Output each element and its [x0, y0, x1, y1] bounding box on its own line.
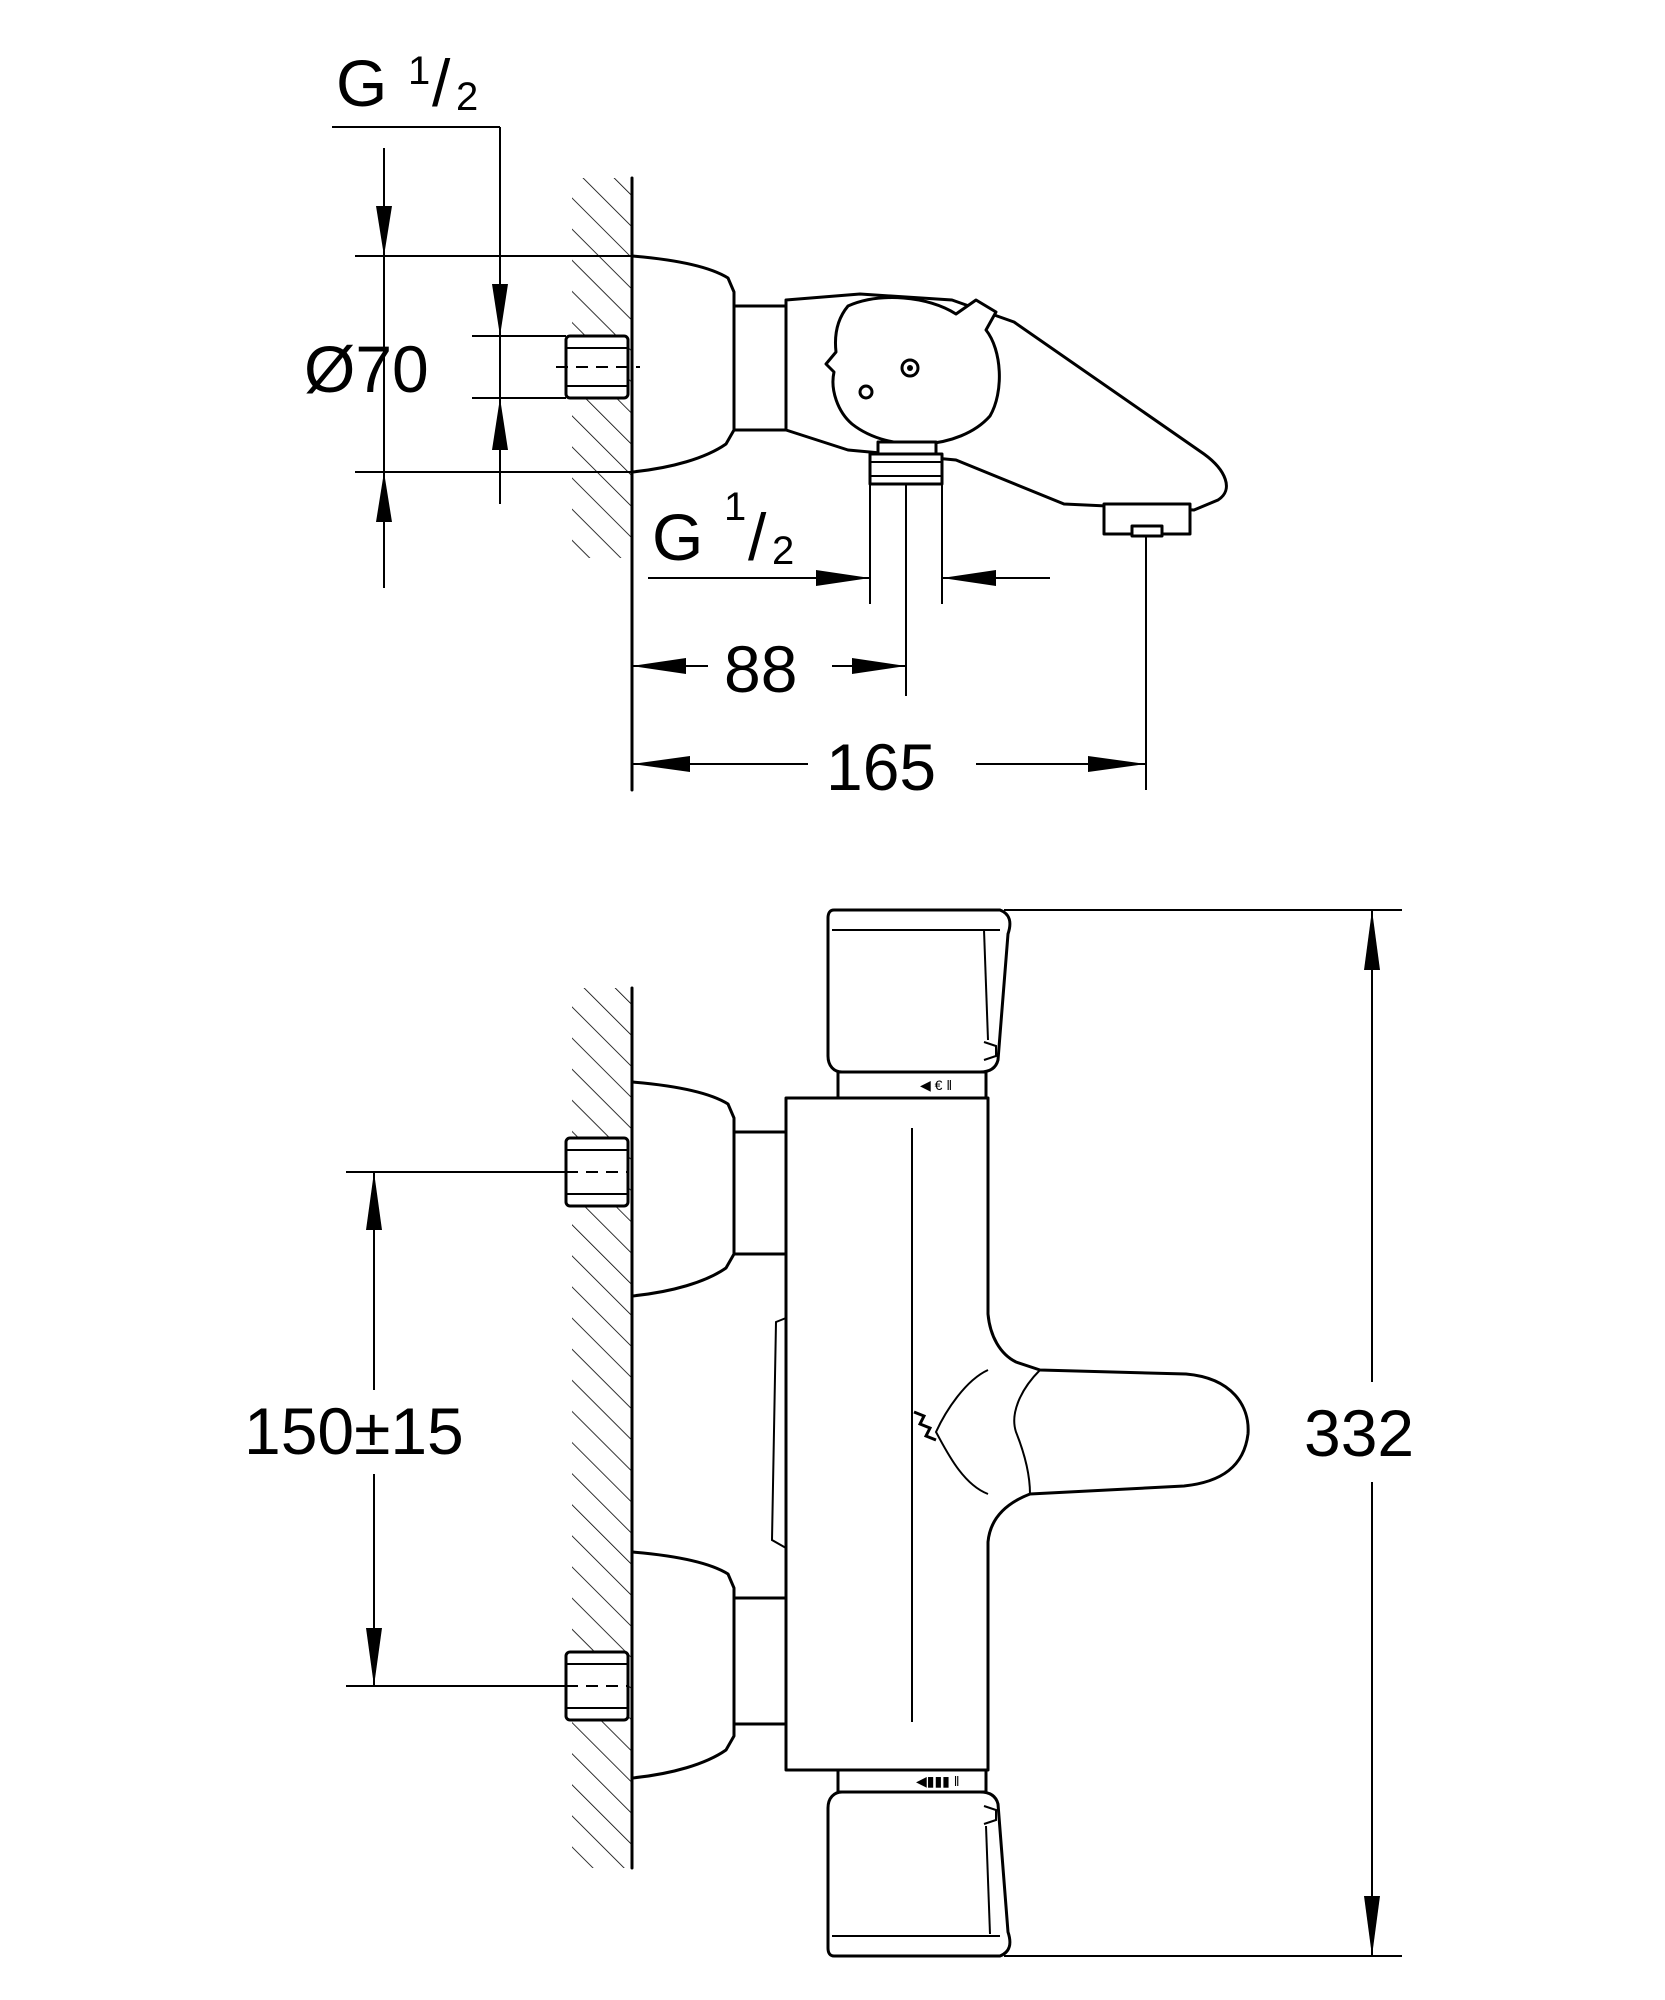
thread-slash: / [748, 500, 767, 574]
lower-neck [732, 1596, 788, 1726]
dimension-total-height [1004, 909, 1402, 1957]
thread-slash: / [432, 46, 451, 120]
thread-numerator: 1 [724, 485, 746, 529]
dimension-165 [632, 536, 1147, 790]
handle-screw-center [907, 365, 913, 371]
handle-indicator [858, 384, 874, 400]
wall-rosette [630, 254, 736, 474]
front-view: ◀ € ‖ ◀▮▮▮ ‖ 150±15 [244, 908, 1414, 1958]
shower-outlet [876, 440, 938, 456]
diameter-label: Ø70 [304, 332, 429, 406]
dimension-88-label: 88 [724, 632, 797, 706]
bottom-handle [826, 1790, 1012, 1958]
top-handle-notch [983, 1041, 997, 1061]
dimension-diameter [355, 148, 632, 588]
top-handle-scale: ◀ € ‖ [920, 1077, 952, 1093]
lever-inner-contour [1013, 1369, 1041, 1495]
thread-letter: G [652, 500, 703, 574]
dimension-outlet-thread [648, 484, 1050, 696]
body-side-relief [770, 1317, 787, 1549]
thread-numerator: 1 [408, 49, 430, 93]
side-view: Ø70 G 1 / 2 G 1 / 2 [304, 46, 1228, 804]
lower-wall-rosette [630, 1550, 736, 1780]
upper-neck [732, 1130, 788, 1256]
dimension-165-label: 165 [826, 730, 936, 804]
inlet-thread-label: G 1 / 2 [336, 46, 478, 120]
outlet-thread-label: G 1 / 2 [652, 485, 794, 574]
thread-letter: G [336, 46, 387, 120]
body-neck [732, 304, 788, 432]
dimension-inlet-spacing [346, 1171, 628, 1687]
lever-contour [934, 1369, 989, 1495]
top-handle-grip [983, 929, 989, 1041]
thread-denominator: 2 [772, 529, 794, 573]
thread-denominator: 2 [456, 75, 478, 119]
dimension-inlet-spacing-label: 150±15 [244, 1394, 464, 1468]
bottom-handle-collar [836, 1768, 988, 1794]
wall-hatching-bottom [572, 988, 632, 1868]
bottom-handle-scale: ◀▮▮▮ ‖ [916, 1773, 960, 1789]
bath-spout-aerator [1130, 524, 1164, 538]
bottom-handle-grip [985, 1825, 991, 1935]
top-handle [826, 908, 1012, 1074]
bottom-handle-notch [983, 1805, 997, 1825]
dimension-total-height-label: 332 [1304, 1396, 1414, 1470]
brand-logo [913, 1410, 937, 1442]
upper-wall-rosette [630, 1080, 736, 1298]
dimension-inlet-thread-side [332, 126, 566, 504]
dimension-88 [632, 658, 906, 674]
top-handle-collar [836, 1070, 988, 1100]
shower-outlet-nut [868, 452, 944, 486]
